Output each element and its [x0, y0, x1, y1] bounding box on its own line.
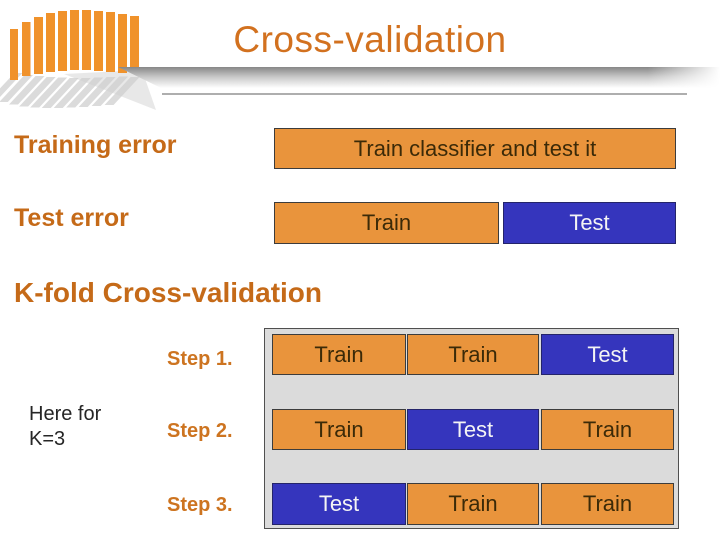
fold-cell: Train [272, 334, 406, 375]
k3-note-line2: K=3 [29, 428, 66, 450]
fold-cell: Train [407, 483, 539, 525]
fold-cell: Test [407, 409, 539, 450]
page-title: Cross-validation [233, 19, 507, 60]
step-2-label: Step 2. [167, 420, 233, 442]
k3-note-line1: Here for [29, 403, 102, 425]
fold-cell: Test [272, 483, 406, 525]
training-error-label: Training error [14, 131, 177, 159]
fold-cell: Test [541, 334, 674, 375]
test-error-label: Test error [14, 204, 129, 232]
train-classifier-box: Train classifier and test it [274, 128, 676, 169]
step-1-label: Step 1. [167, 348, 233, 370]
fold-cell: Train [541, 409, 674, 450]
kfold-heading: K-fold Cross-validation [14, 277, 323, 308]
k3-note: Here for K=3 [29, 402, 101, 452]
header-band [118, 67, 720, 89]
train-box: Train [274, 202, 499, 244]
test-box: Test [503, 202, 676, 244]
fold-cell: Train [541, 483, 674, 525]
step-3-label: Step 3. [167, 494, 233, 516]
header-rule [162, 93, 687, 95]
fan-logo-icon [0, 10, 156, 110]
fold-cell: Train [272, 409, 406, 450]
fold-cell: Train [407, 334, 539, 375]
